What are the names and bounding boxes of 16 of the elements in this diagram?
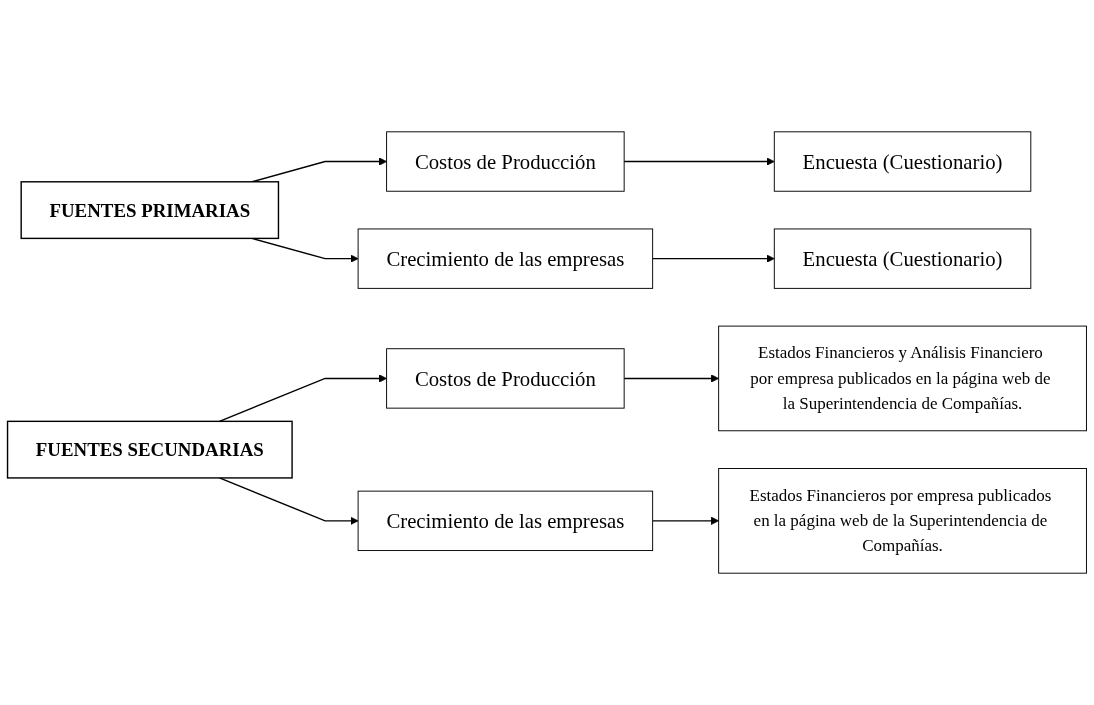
arrow	[218, 374, 387, 423]
arrow	[218, 477, 359, 525]
node-box: Costos de Producción	[386, 348, 625, 409]
node-box: Crecimiento de las empresas	[357, 490, 654, 551]
node-box: FUENTES PRIMARIAS	[20, 181, 280, 240]
arrow	[651, 516, 720, 525]
arrow	[651, 254, 775, 263]
arrow	[623, 374, 720, 383]
node-box: FUENTES SECUNDARIAS	[6, 420, 293, 479]
node-box: Estados Financieros por empresa publicados en la página web de la Superintendencia de Compañías.	[718, 468, 1087, 574]
node-box: Encuesta (Cuestionario)	[773, 131, 1032, 192]
node-box: Costos de Producción	[386, 131, 625, 192]
node-box: Encuesta (Cuestionario)	[773, 228, 1032, 289]
node-box: Estados Financieros y Análisis Financiero por empresa publicados en la página web de la Superintendencia de Compañías.	[718, 325, 1087, 432]
arrow	[623, 157, 775, 166]
node-box: Crecimiento de las empresas	[357, 228, 654, 289]
